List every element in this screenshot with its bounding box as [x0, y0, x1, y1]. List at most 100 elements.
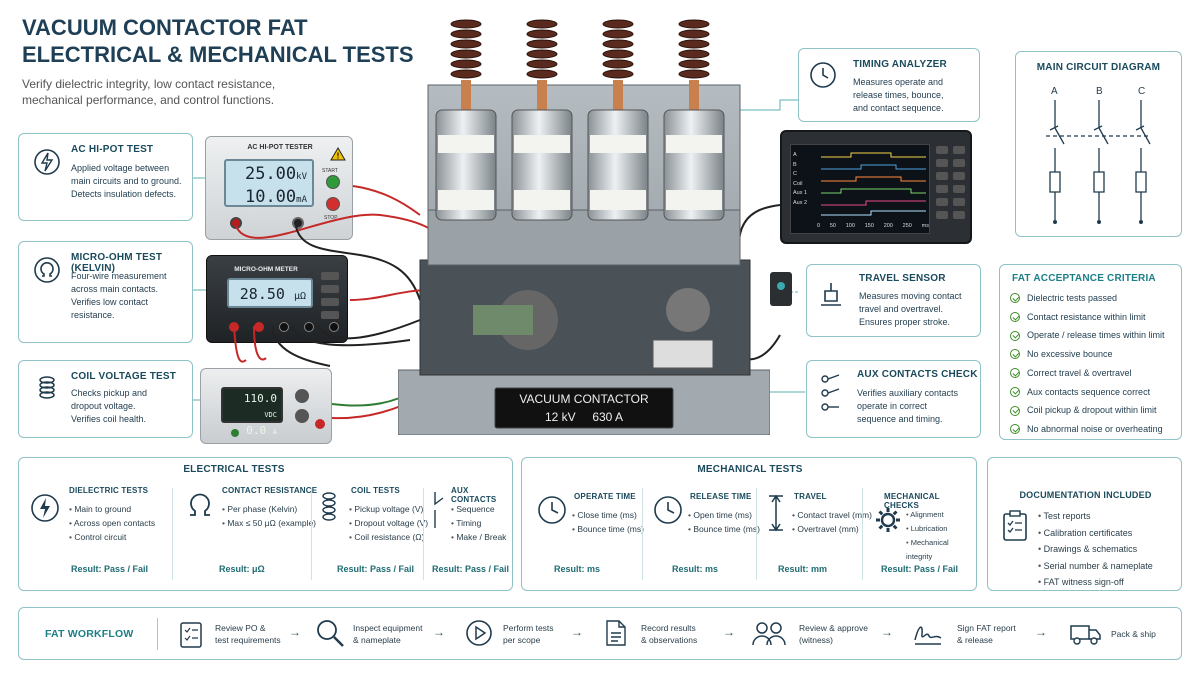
- list-item: Dropout voltage (V): [349, 516, 428, 530]
- desc-line: Detects insulation defects.: [71, 189, 177, 199]
- coil-display: 110.0 VDC 0.0 A: [221, 387, 283, 437]
- desc-line: operate in correct: [857, 401, 928, 411]
- list-item: Bounce time (ms): [688, 522, 760, 536]
- workflow-panel: FAT WORKFLOW Review PO &test requirement…: [18, 607, 1182, 660]
- criteria-text: Aux contacts sequence correct: [1027, 386, 1151, 397]
- play-icon: [466, 620, 492, 646]
- coil-tests-title: COIL TESTS: [351, 486, 400, 495]
- coil-knob[interactable]: [295, 409, 309, 423]
- workflow-step: Perform tests per scope: [503, 622, 554, 646]
- keypad-key[interactable]: [321, 285, 339, 293]
- checklist-icon: [180, 622, 202, 648]
- tick-label: ms: [921, 223, 929, 229]
- coil-voltage: 110.0: [243, 392, 277, 405]
- keypad-key[interactable]: [321, 311, 339, 319]
- desc-line: dropout voltage.: [71, 401, 136, 411]
- micro-device-label: MICRO-OHM METER: [234, 266, 298, 273]
- keypad-key[interactable]: [321, 272, 339, 280]
- coil-current-unit: A: [272, 428, 277, 436]
- tick-label: 100: [845, 223, 855, 229]
- release-time-result: Result: ms: [672, 564, 719, 574]
- desc-line: Applied voltage between: [71, 163, 170, 173]
- coil-terminal-green: [231, 429, 239, 437]
- desc-line: Measures moving contact: [859, 291, 962, 301]
- check-icon: [1010, 405, 1020, 416]
- start-button[interactable]: [326, 175, 340, 189]
- desc-line: Ensures proper stroke.: [859, 317, 951, 327]
- arrow-icon: →: [571, 625, 583, 639]
- coil-power-supply: 110.0 VDC 0.0 A: [200, 368, 332, 444]
- page-title: VACUUM CONTACTOR FAT ELECTRICAL & MECHAN…: [22, 14, 414, 68]
- list-item: Lubrication: [906, 522, 976, 536]
- list-item: Max ≤ 50 μΩ (example): [222, 516, 316, 530]
- contact-resistance-result: Result: μΩ: [219, 564, 265, 574]
- list-item: Per phase (Kelvin): [222, 502, 316, 516]
- timing-title: TIMING ANALYZER: [853, 59, 947, 70]
- criteria-item: Contact resistance within limit: [1010, 308, 1165, 327]
- criteria-item: No abnormal noise or overheating: [1010, 420, 1165, 439]
- travel-result: Result: mm: [778, 564, 828, 574]
- list-item: Overtravel (mm): [792, 522, 872, 536]
- step-line: Perform tests: [503, 623, 554, 633]
- list-item: Sequence: [451, 502, 506, 516]
- step-line: & observations: [641, 635, 698, 645]
- criteria-item: Coil pickup & dropout within limit: [1010, 401, 1165, 420]
- dielectric-icon: [31, 494, 59, 522]
- travel-sensor-panel: TRAVEL SENSOR Measures moving contact tr…: [806, 264, 981, 337]
- release-time-title: RELEASE TIME: [690, 492, 752, 501]
- kv-value: 25.00: [244, 164, 297, 184]
- travel-title: TRAVEL: [794, 492, 827, 501]
- criteria-text: Dielectric tests passed: [1027, 293, 1118, 303]
- list-item: Mechanical integrity: [906, 536, 976, 564]
- phase-label-a: A: [1051, 86, 1058, 97]
- stop-button[interactable]: [326, 197, 340, 211]
- analyzer-channels: A B C Coil Aux 1 Aux 2: [793, 151, 807, 208]
- subtitle-line-1: Verify dielectric integrity, low contact…: [22, 77, 276, 91]
- coil-tests-list: Pickup voltage (V) Dropout voltage (V) C…: [349, 502, 428, 544]
- arrow-icon: →: [723, 625, 735, 639]
- timing-analyzer-device: A B C Coil Aux 1 Aux 2 0 50 100 150 200 …: [780, 130, 972, 244]
- step-line: Record results: [641, 623, 696, 633]
- criteria-text: No excessive bounce: [1027, 349, 1113, 360]
- list-item: FAT witness sign-off: [1038, 574, 1153, 591]
- aux-contacts-list: Sequence Timing Make / Break: [451, 502, 506, 544]
- tick-label: 50: [829, 223, 836, 229]
- analyzer-traces: [821, 152, 926, 216]
- workflow-step: Inspect equipment& nameplate: [353, 622, 422, 646]
- clock-icon: [654, 496, 682, 524]
- page-subtitle: Verify dielectric integrity, low contact…: [22, 76, 275, 108]
- ma-value: 10.00: [244, 187, 297, 207]
- divider: [311, 488, 312, 580]
- tick-label: 200: [883, 223, 893, 229]
- desc-line: across main contacts.: [71, 284, 159, 294]
- criteria-panel: FAT ACCEPTANCE CRITERIA Dielectric tests…: [999, 264, 1182, 440]
- step-line: per scope: [503, 635, 541, 645]
- gear-icon: [876, 508, 900, 532]
- contact-resistance-list: Per phase (Kelvin) Max ≤ 50 μΩ (example): [222, 502, 316, 530]
- desc-line: sequence and timing.: [857, 414, 943, 424]
- coil-knob[interactable]: [295, 389, 309, 403]
- check-icon: [1010, 349, 1020, 360]
- truck-icon: [1070, 625, 1101, 645]
- ma-unit: mA: [296, 195, 307, 205]
- list-item: Drawings & schematics: [1038, 541, 1153, 558]
- document-icon: [606, 620, 626, 646]
- criteria-text: Contact resistance within limit: [1027, 311, 1146, 322]
- list-item: Alignment: [906, 508, 976, 522]
- magnifier-icon: [317, 620, 344, 647]
- operate-time-result: Result: ms: [554, 564, 601, 574]
- criteria-item: Dielectric tests passed: [1010, 289, 1165, 308]
- workflow-step: Pack & ship: [1111, 628, 1156, 640]
- coil-terminal-red: [315, 419, 325, 429]
- desc-line: Four-wire measurement: [71, 271, 167, 281]
- coil-title: COIL VOLTAGE TEST: [71, 371, 177, 382]
- ground-terminal: [292, 217, 304, 229]
- list-item: Make / Break: [451, 530, 506, 544]
- keypad-key[interactable]: [321, 298, 339, 306]
- hipot-panel: AC HI-POT TEST Applied voltage between m…: [18, 133, 193, 221]
- tick-label: 0: [817, 223, 821, 229]
- phase-label-b: B: [1096, 86, 1103, 97]
- criteria-item: Aux contacts sequence correct: [1010, 383, 1165, 402]
- aux-title: AUX CONTACTS CHECK: [857, 369, 978, 380]
- step-line: Pack & ship: [1111, 629, 1156, 639]
